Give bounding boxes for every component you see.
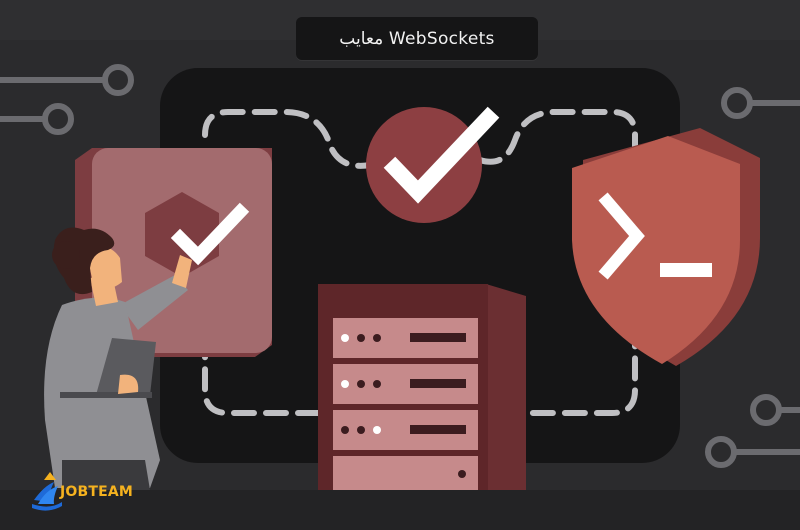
server-unit [333, 410, 478, 450]
central-panel [160, 68, 680, 463]
laptop-icon [96, 338, 156, 395]
circuit-left [0, 64, 134, 135]
server-unit [333, 318, 478, 358]
terminal-shield-icon [598, 192, 645, 280]
check-icon [170, 202, 250, 266]
center-check-badge [366, 106, 500, 223]
brand-name: JOBTEAM [60, 484, 134, 500]
page-title: WebSockets معایب [296, 17, 538, 60]
circuit-right [705, 87, 800, 468]
bottom-band [0, 490, 800, 530]
server-rack [318, 284, 526, 490]
brand-logo-icon [32, 472, 62, 511]
terminal-shield [572, 128, 760, 366]
server-unit [333, 456, 478, 490]
page-title-text: WebSockets معایب [339, 28, 495, 49]
person-figure [44, 227, 192, 490]
server-unit [333, 364, 478, 404]
check-icon [383, 106, 500, 204]
dashed-network-loop [202, 109, 638, 416]
brand: JOBTEAM [58, 474, 133, 510]
